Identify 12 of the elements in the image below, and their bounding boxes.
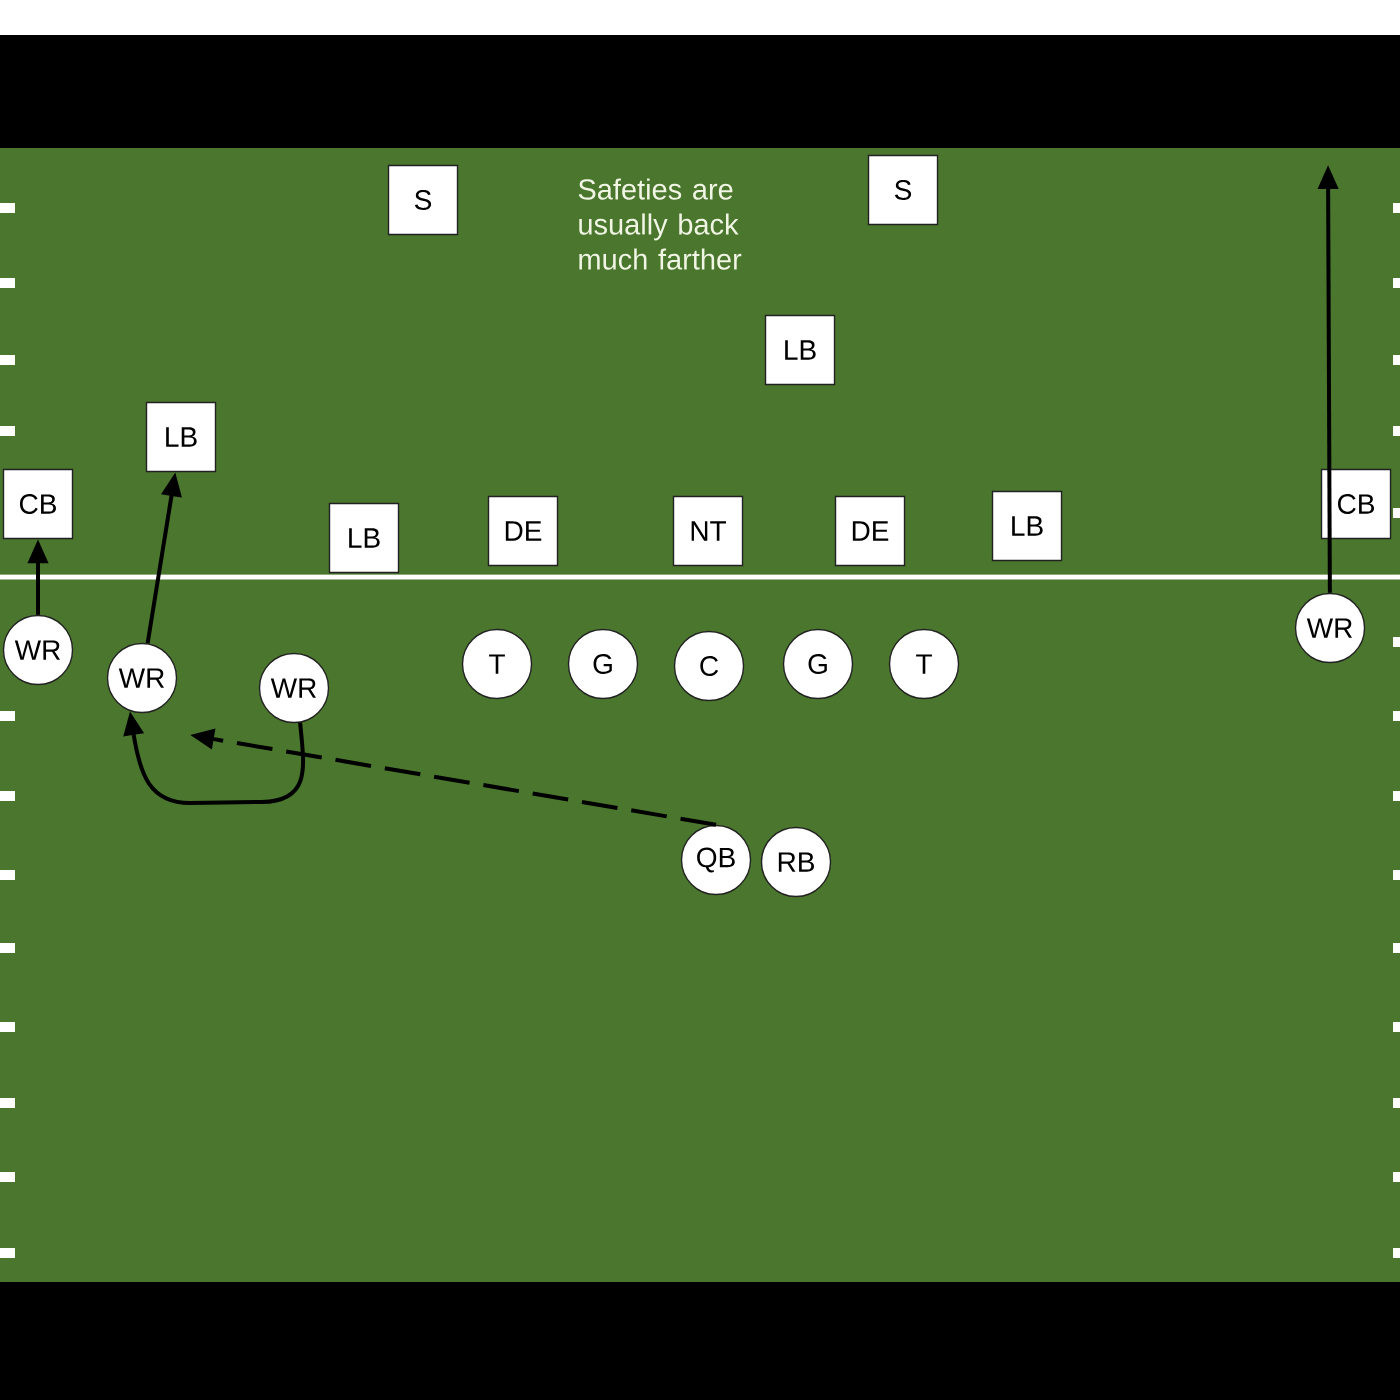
position-box: CB — [1320, 468, 1392, 540]
position-box: DE — [487, 495, 559, 567]
position-box: NT — [672, 495, 744, 567]
position-box: LB — [764, 314, 836, 386]
position-box: CB — [2, 468, 74, 540]
note-text: Safeties are usually back much farther — [578, 178, 742, 270]
position-box: LB — [991, 490, 1063, 562]
position-box: LB — [328, 502, 400, 574]
position-box: S — [867, 154, 939, 226]
position-box: DE — [834, 495, 906, 567]
position-box: LB — [145, 401, 217, 473]
position-box: S — [387, 164, 459, 236]
